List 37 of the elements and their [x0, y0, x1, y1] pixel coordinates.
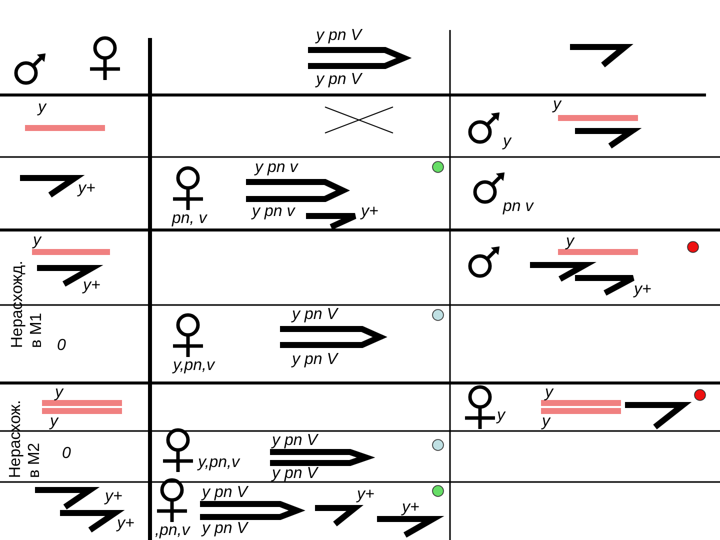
gene-label: y,pn,v	[198, 455, 240, 470]
gene-label: y	[33, 233, 41, 248]
gene-label: y pn V	[316, 28, 362, 43]
gene-label: y pn V	[292, 307, 338, 322]
gene-label: y+	[78, 181, 96, 196]
gene-label: y	[566, 234, 574, 249]
gene-label: pn v	[503, 199, 534, 214]
gene-label: y	[38, 100, 46, 115]
gene-label: y pn V	[292, 352, 338, 367]
gene-label: y pn V	[272, 433, 318, 448]
gene-label: y+	[361, 204, 378, 219]
vertical-label: Нерасхожд. в М1	[8, 260, 46, 348]
gene-label: y+	[117, 516, 134, 531]
gene-label: ,pn,v	[155, 523, 190, 538]
gene-label: y	[497, 408, 505, 423]
gene-label: y+	[357, 487, 374, 502]
gene-label: y	[503, 134, 511, 149]
vertical-label: Нерасхож. в М2	[6, 399, 44, 478]
gene-label: y	[553, 97, 561, 112]
gene-label: y+	[83, 278, 100, 293]
gene-label: y	[50, 414, 58, 429]
gene-label: y	[542, 414, 550, 429]
gene-label: y,pn,v	[173, 358, 214, 373]
gene-label: y	[55, 385, 63, 400]
gene-label: y pn v	[255, 160, 298, 175]
gene-label: 0	[62, 446, 71, 461]
gene-label: y+	[402, 500, 420, 515]
gene-label: y pn V	[202, 485, 248, 500]
gene-label: pn, v	[172, 211, 207, 226]
gene-label: y	[545, 385, 553, 400]
gene-label: y pn V	[202, 521, 248, 536]
gene-label: y pn V	[272, 466, 318, 481]
gene-label: y+	[634, 282, 652, 297]
gene-label: y pn v	[252, 204, 295, 219]
gene-label: 0	[57, 338, 66, 353]
gene-label: y+	[105, 489, 122, 504]
gene-label: y pn V	[316, 72, 362, 87]
